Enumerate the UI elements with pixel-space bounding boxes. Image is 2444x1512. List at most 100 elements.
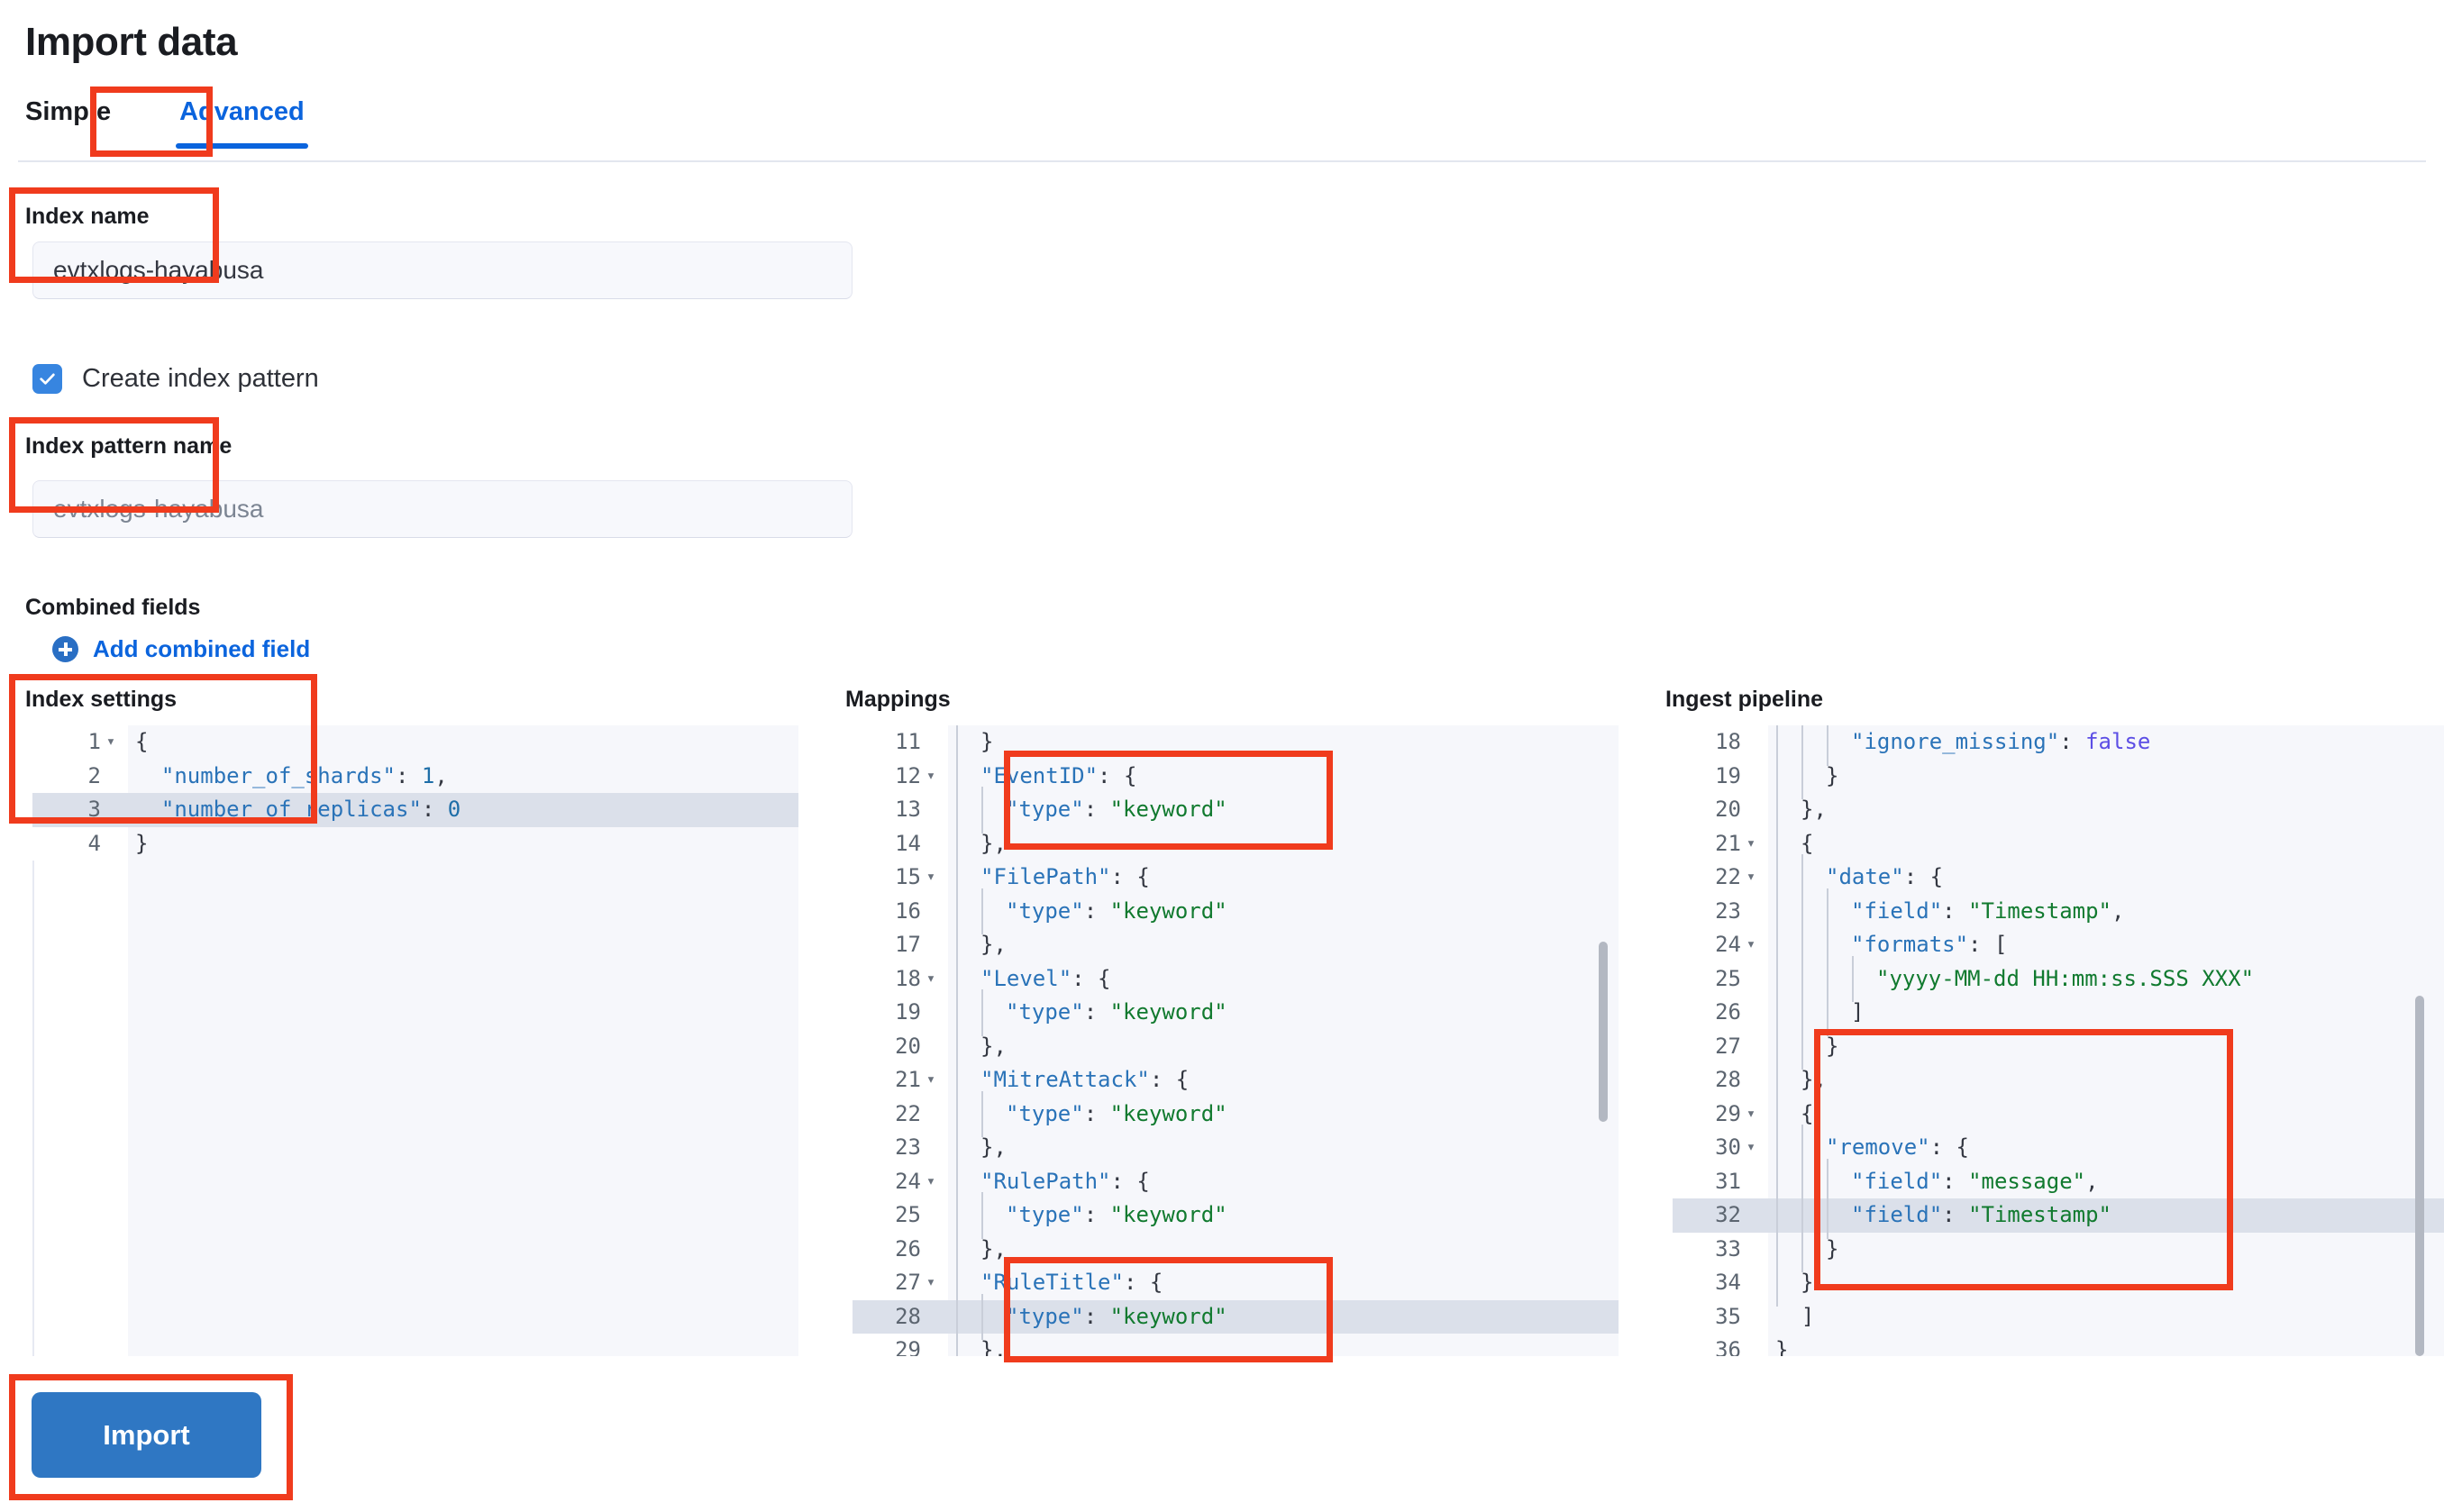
line-number: 34 <box>1673 1266 1768 1300</box>
line-number: 22 <box>1673 861 1768 895</box>
fold-toggle-icon[interactable] <box>921 760 941 794</box>
add-combined-field-button[interactable]: Add combined field <box>52 635 310 663</box>
index-name-input[interactable]: evtxlogs-hayabusa <box>32 241 853 299</box>
code-token: : { <box>1123 1270 1163 1295</box>
code-line: 2 "number_of_shards": 1, <box>32 759 798 793</box>
fold-toggle-icon[interactable] <box>1741 827 1761 861</box>
code-token: "MitreAttack" <box>980 1067 1150 1092</box>
code-text: }, <box>1775 787 1827 833</box>
index-settings-editor[interactable]: 1{2 "number_of_shards": 1,3 "number_of_r… <box>32 725 798 1356</box>
create-index-pattern-row[interactable]: Create index pattern <box>32 364 319 394</box>
code-text: "type": "keyword" <box>955 1090 1227 1137</box>
code-text: "RuleTitle": { <box>955 1260 1163 1306</box>
indent-guide <box>1775 922 1801 968</box>
indent-guide <box>1826 1192 1851 1238</box>
code-token: "Timestamp" <box>1968 897 2112 924</box>
line-number: 20 <box>853 1029 948 1063</box>
code-token: "type" <box>1006 797 1084 822</box>
code-token: : <box>1942 1168 1969 1194</box>
code-token: "remove" <box>1826 1134 1930 1160</box>
code-line: 29 { <box>1673 1090 2444 1137</box>
ingest-pipeline-label: Ingest pipeline <box>1665 687 1824 712</box>
code-token: , <box>434 762 448 788</box>
mappings-scrollbar[interactable] <box>1599 942 1608 1122</box>
line-number: 32 <box>1673 1198 1768 1233</box>
fold-toggle-icon[interactable] <box>1741 1131 1761 1165</box>
code-text: "field": "Timestamp" <box>1775 1192 2111 1238</box>
mappings-editor[interactable]: 11 }12 "EventID": {13 "type": "keyword"1… <box>853 725 1619 1356</box>
code-token: "field" <box>1851 1202 1943 1227</box>
code-line: 22 "type": "keyword" <box>853 1090 1619 1137</box>
line-number: 21 <box>853 1063 948 1098</box>
tab-simple[interactable]: Simple <box>25 97 112 126</box>
tab-advanced[interactable]: Advanced <box>145 99 335 149</box>
line-number: 3 <box>32 793 128 827</box>
fold-toggle-icon[interactable] <box>1741 1098 1761 1132</box>
indent-guide <box>1851 955 1876 1002</box>
code-token: "keyword" <box>1109 897 1227 924</box>
indent-guide <box>1801 1125 1826 1170</box>
fold-toggle-icon[interactable] <box>921 1165 941 1199</box>
code-token: "RulePath" <box>980 1168 1111 1194</box>
code-line: 18 "ignore_missing": false <box>1673 725 2444 765</box>
import-button[interactable]: Import <box>32 1392 261 1478</box>
code-token: "keyword" <box>1109 1100 1227 1126</box>
line-number: 4 <box>32 826 128 861</box>
fold-toggle-icon[interactable] <box>921 1266 941 1300</box>
indent-guide <box>1801 1192 1826 1238</box>
code-text: "field": "Timestamp", <box>1775 888 2125 934</box>
code-token: }, <box>980 932 1007 957</box>
code-token: }, <box>1801 1067 1827 1092</box>
code-token: , <box>2111 897 2125 924</box>
indent-guide <box>1826 955 1851 1002</box>
code-token: : <box>2059 729 2086 754</box>
fold-toggle-icon[interactable] <box>921 861 941 895</box>
code-token: "yyyy-MM-dd HH:mm:ss.SSS XXX" <box>1876 965 2255 991</box>
code-text: }, <box>955 922 1007 968</box>
code-token: : <box>1083 1100 1110 1126</box>
indent-guide <box>955 854 980 900</box>
indent-guide <box>955 725 980 765</box>
create-index-pattern-checkbox[interactable] <box>32 364 62 394</box>
code-token: "keyword" <box>1109 1202 1227 1227</box>
code-token: { <box>1801 830 1814 856</box>
code-text: }, <box>1775 1057 1827 1103</box>
add-combined-field-label: Add combined field <box>93 635 311 662</box>
indent-guide <box>1801 1023 1826 1070</box>
code-line: 27 } <box>1673 1023 2444 1070</box>
code-token: ] <box>1851 999 1865 1025</box>
code-token: : { <box>1929 1134 1969 1160</box>
fold-toggle-icon[interactable] <box>101 725 121 760</box>
code-text: "type": "keyword" <box>955 1293 1227 1340</box>
code-line: 19 "type": "keyword" <box>853 989 1619 1035</box>
line-number: 29 <box>853 1334 948 1356</box>
fold-toggle-icon[interactable] <box>921 962 941 997</box>
code-token: ] <box>1775 1303 1815 1329</box>
indent-guide <box>980 1192 1006 1238</box>
code-line: 31 "field": "message", <box>1673 1158 2444 1205</box>
fold-toggle-icon[interactable] <box>921 1063 941 1098</box>
code-text: "RulePath": { <box>955 1158 1150 1205</box>
line-number: 14 <box>853 826 948 861</box>
ingest-pipeline-scrollbar[interactable] <box>2415 996 2424 1356</box>
indent-guide <box>1775 725 1801 765</box>
fold-toggle-icon[interactable] <box>1741 861 1761 895</box>
code-token: "number_of_shards" <box>160 762 396 788</box>
line-number: 12 <box>853 759 948 794</box>
code-token: }, <box>980 1134 1007 1160</box>
line-number: 18 <box>1673 725 1768 760</box>
line-number: 13 <box>853 793 948 827</box>
indent-guide <box>955 922 980 968</box>
code-line: 26 ] <box>1673 989 2444 1035</box>
code-token: } <box>1826 1033 1839 1059</box>
indent-guide <box>1775 888 1801 934</box>
fold-toggle-icon[interactable] <box>1741 928 1761 962</box>
indent-guide <box>1826 922 1851 968</box>
code-token: "formats" <box>1851 932 1969 957</box>
code-text: }, <box>955 1125 1007 1170</box>
code-token: }, <box>980 1235 1007 1262</box>
index-pattern-name-input[interactable]: evtxlogs-hayabusa <box>32 480 853 538</box>
line-number: 19 <box>853 996 948 1030</box>
indent-guide <box>1775 787 1801 833</box>
